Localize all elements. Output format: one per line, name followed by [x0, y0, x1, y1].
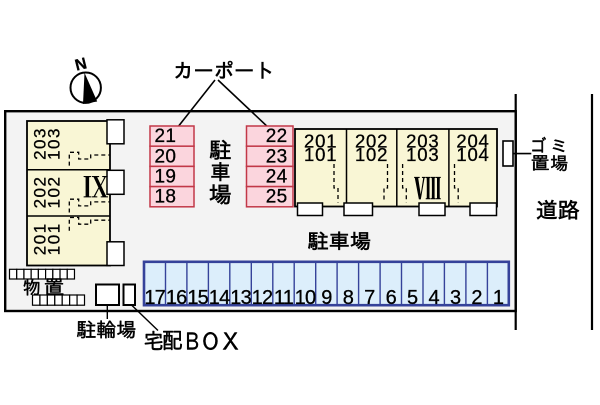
svg-text:201: 201 [30, 222, 49, 255]
svg-text:202: 202 [355, 130, 388, 151]
svg-text:104: 104 [456, 144, 489, 165]
svg-text:13: 13 [230, 287, 251, 309]
svg-text:101: 101 [304, 144, 337, 165]
svg-text:102: 102 [44, 176, 63, 209]
svg-text:11: 11 [274, 287, 294, 309]
svg-text:103: 103 [44, 127, 63, 160]
svg-text:3: 3 [450, 287, 461, 309]
svg-text:203: 203 [406, 130, 439, 151]
svg-text:6: 6 [386, 287, 397, 309]
svg-text:8: 8 [343, 287, 354, 309]
svg-text:204: 204 [456, 130, 489, 151]
svg-text:201: 201 [304, 130, 337, 151]
svg-text:N: N [73, 55, 88, 74]
svg-text:20: 20 [155, 146, 177, 167]
svg-text:7: 7 [364, 287, 375, 309]
svg-text:203: 203 [30, 127, 49, 160]
svg-text:1: 1 [493, 287, 504, 309]
svg-text:103: 103 [406, 144, 439, 165]
svg-text:9: 9 [321, 287, 332, 309]
svg-text:2: 2 [471, 287, 482, 309]
svg-text:24: 24 [266, 167, 288, 188]
svg-text:22: 22 [266, 126, 288, 147]
svg-text:15: 15 [187, 287, 208, 309]
svg-text:5: 5 [407, 287, 418, 309]
svg-text:101: 101 [44, 222, 63, 255]
svg-text:14: 14 [209, 287, 230, 309]
svg-text:202: 202 [30, 176, 49, 209]
svg-text:10: 10 [295, 287, 316, 309]
svg-text:12: 12 [252, 287, 273, 309]
svg-text:19: 19 [155, 167, 177, 188]
svg-text:25: 25 [266, 187, 288, 208]
svg-text:16: 16 [166, 287, 187, 309]
svg-text:18: 18 [155, 187, 177, 208]
svg-text:4: 4 [429, 287, 440, 309]
svg-text:21: 21 [155, 126, 177, 147]
svg-text:102: 102 [355, 144, 388, 165]
svg-text:17: 17 [144, 287, 165, 309]
svg-text:23: 23 [266, 146, 288, 167]
